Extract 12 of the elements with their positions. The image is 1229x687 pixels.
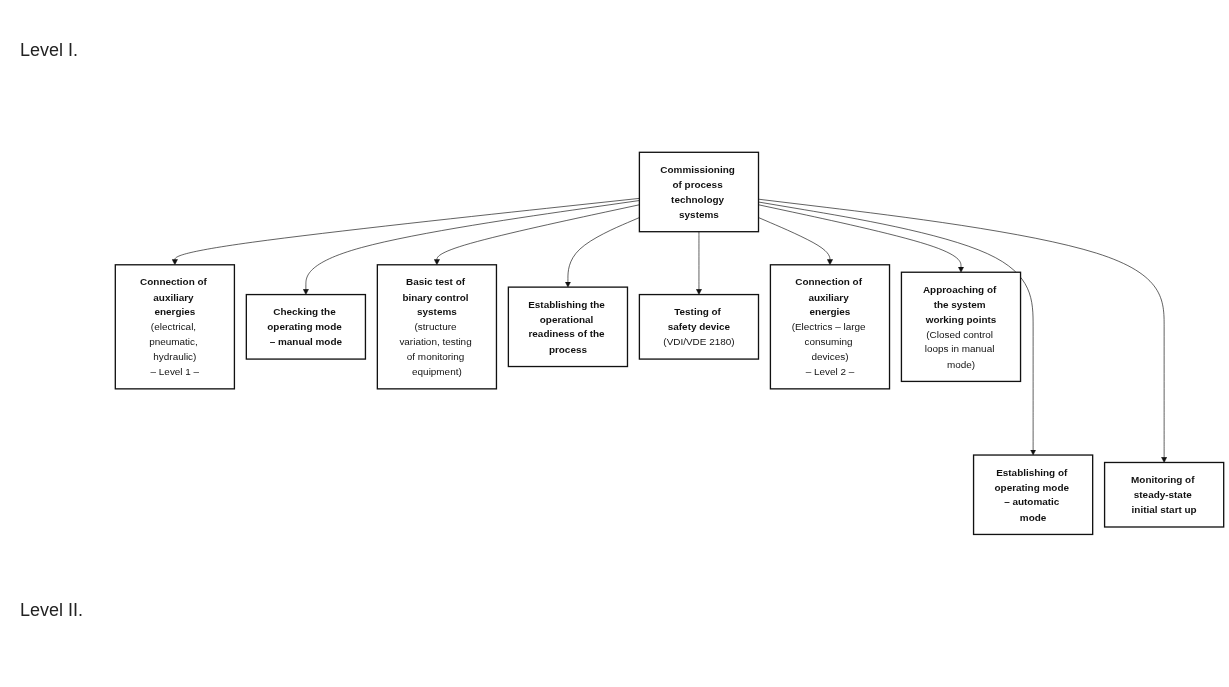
node-box: Commissioning of process technology systems xyxy=(638,151,760,233)
node-box: Testing of safety device (VDI/VDE 2180) xyxy=(638,294,760,360)
node-box: Basic test of binary control systems (structure variation, testing of monitoring equipment) xyxy=(376,264,498,390)
node-box: Establishing of operating mode – automatic mode xyxy=(972,454,1094,536)
node-box: Checking the operating mode – manual mode xyxy=(245,294,367,360)
level-label: Level I. xyxy=(20,40,79,61)
node-box: Establishing the operational readiness of the process xyxy=(507,286,629,368)
node-box: Connection of auxiliary energies (electrical, pneumatic, hydraulic) – Level 1 – xyxy=(114,264,236,390)
node-box: Approaching of the system working points (Closed control loops in manual mode) xyxy=(900,271,1022,383)
node-box: Connection of auxiliary energies (Electrics – large consuming devices) – Level 2 – xyxy=(769,264,891,390)
node-box: Monitoring of steady-state initial start up xyxy=(1103,461,1225,528)
level-label: Level II. xyxy=(20,600,84,621)
